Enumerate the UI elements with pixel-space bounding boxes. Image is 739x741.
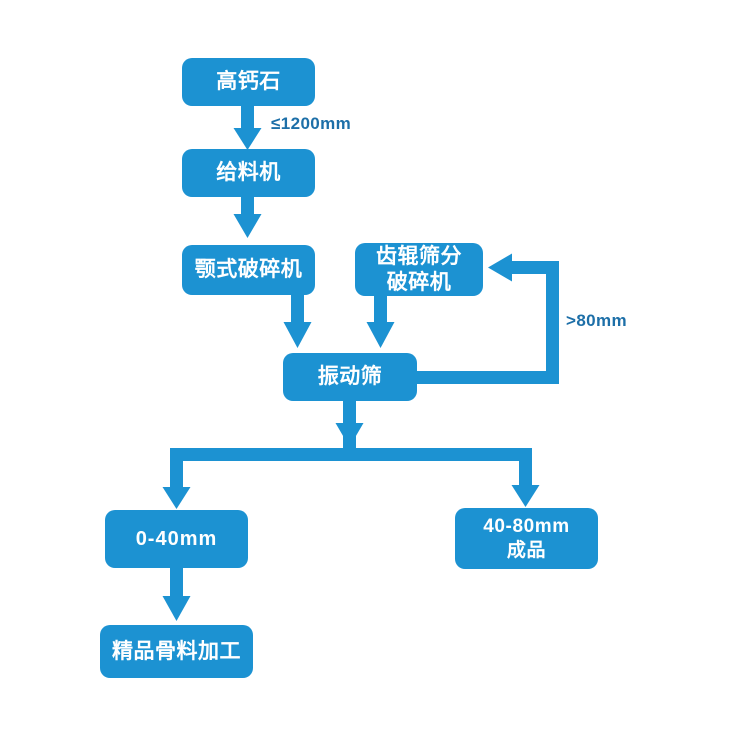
arrow-jaw-to-screen bbox=[283, 294, 312, 348]
node-label-line2: 破碎机 bbox=[386, 270, 452, 294]
split-bar bbox=[170, 448, 532, 461]
node-label: 颚式破碎机 bbox=[194, 258, 303, 282]
node-label: 振动筛 bbox=[317, 365, 383, 389]
node-label-line1: 齿辊筛分 bbox=[376, 244, 462, 268]
node-raw-material[interactable]: 高钙石 bbox=[182, 58, 315, 106]
node-label: 给料机 bbox=[216, 161, 281, 185]
node-feeder[interactable]: 给料机 bbox=[182, 149, 315, 197]
edge-label-input-size: ≤1200mm bbox=[271, 114, 352, 133]
node-label: 高钙石 bbox=[216, 70, 281, 94]
arrow-split-to-out-small bbox=[162, 448, 191, 509]
node-jaw-crusher[interactable]: 颚式破碎机 bbox=[182, 245, 315, 295]
node-toothed-roller-crusher[interactable]: 齿辊筛分 破碎机 bbox=[355, 243, 483, 296]
node-vibrating-screen[interactable]: 振动筛 bbox=[283, 353, 417, 401]
arrow-feeder-to-jaw bbox=[233, 196, 262, 238]
node-output-40-80mm[interactable]: 40-80mm 成品 bbox=[455, 508, 598, 569]
arrow-out-small-to-finish bbox=[162, 567, 191, 621]
arrow-roller-to-screen bbox=[366, 295, 395, 348]
node-label: 0-40mm bbox=[135, 527, 218, 550]
arrow-raw-to-feeder bbox=[233, 105, 262, 150]
node-output-0-40mm[interactable]: 0-40mm bbox=[105, 510, 248, 568]
arrow-screen-to-split bbox=[335, 400, 364, 448]
edge-label-return-size: >80mm bbox=[566, 311, 628, 330]
node-fine-aggregate-processing[interactable]: 精品骨料加工 bbox=[100, 625, 253, 678]
arrow-split-to-out-large bbox=[511, 448, 540, 507]
node-label-line1: 40-80mm bbox=[483, 516, 570, 538]
node-label-line2: 成品 bbox=[506, 539, 547, 561]
node-label: 精品骨料加工 bbox=[112, 639, 241, 663]
arrow-screen-return-to-roller bbox=[417, 253, 559, 384]
